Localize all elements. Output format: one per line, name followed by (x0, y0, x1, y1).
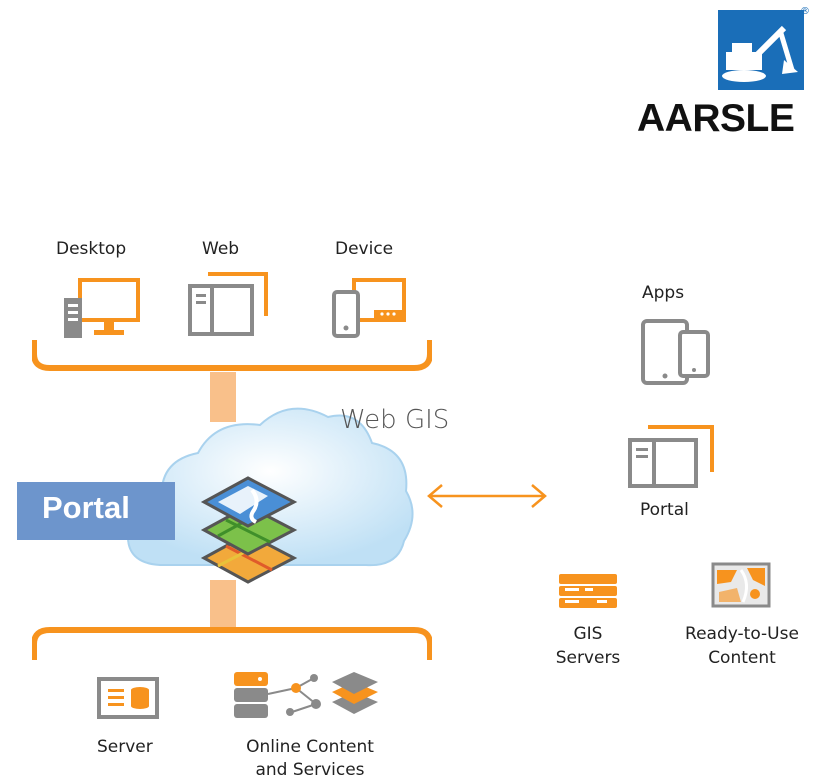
apps-label: Apps (642, 283, 685, 303)
ready-content-label-line2: Content (708, 648, 776, 668)
server-icon (97, 677, 159, 719)
portal-banner-text: Portal (42, 490, 130, 525)
map-layers-icon (200, 476, 298, 584)
desktop-icon (64, 278, 140, 338)
top-bracket (32, 340, 432, 371)
bidirectional-arrow-icon (427, 484, 547, 508)
desktop-label: Desktop (56, 239, 127, 259)
ready-content-map-icon (711, 562, 771, 608)
ready-content-label-line1: Ready-to-Use (685, 624, 799, 644)
web-browser-icon (188, 272, 268, 336)
device-label: Device (335, 239, 394, 259)
bottom-connector (210, 580, 236, 630)
online-content-label-line1: Online Content (246, 737, 374, 757)
web-label: Web (202, 239, 240, 259)
apps-tablet-phone-icon (641, 319, 710, 385)
brand-name: AARSLE (637, 97, 795, 140)
portal-banner: Portal (17, 482, 175, 540)
portal-icon (628, 425, 714, 488)
top-connector (210, 372, 236, 422)
excavator-logo-icon (718, 10, 804, 90)
bottom-bracket (32, 627, 432, 660)
web-gis-label: Web GIS (340, 405, 450, 435)
gis-servers-label-line2: Servers (555, 648, 621, 668)
server-label: Server (97, 737, 153, 757)
registered-mark: ® (800, 6, 810, 17)
gis-servers-icon (559, 574, 617, 608)
gis-servers-label-line1: GIS (573, 624, 603, 644)
online-content-label-line2: and Services (255, 760, 365, 780)
online-content-icon (234, 672, 378, 718)
device-tablet-phone-icon (332, 278, 406, 338)
portal-right-label: Portal (640, 500, 689, 520)
